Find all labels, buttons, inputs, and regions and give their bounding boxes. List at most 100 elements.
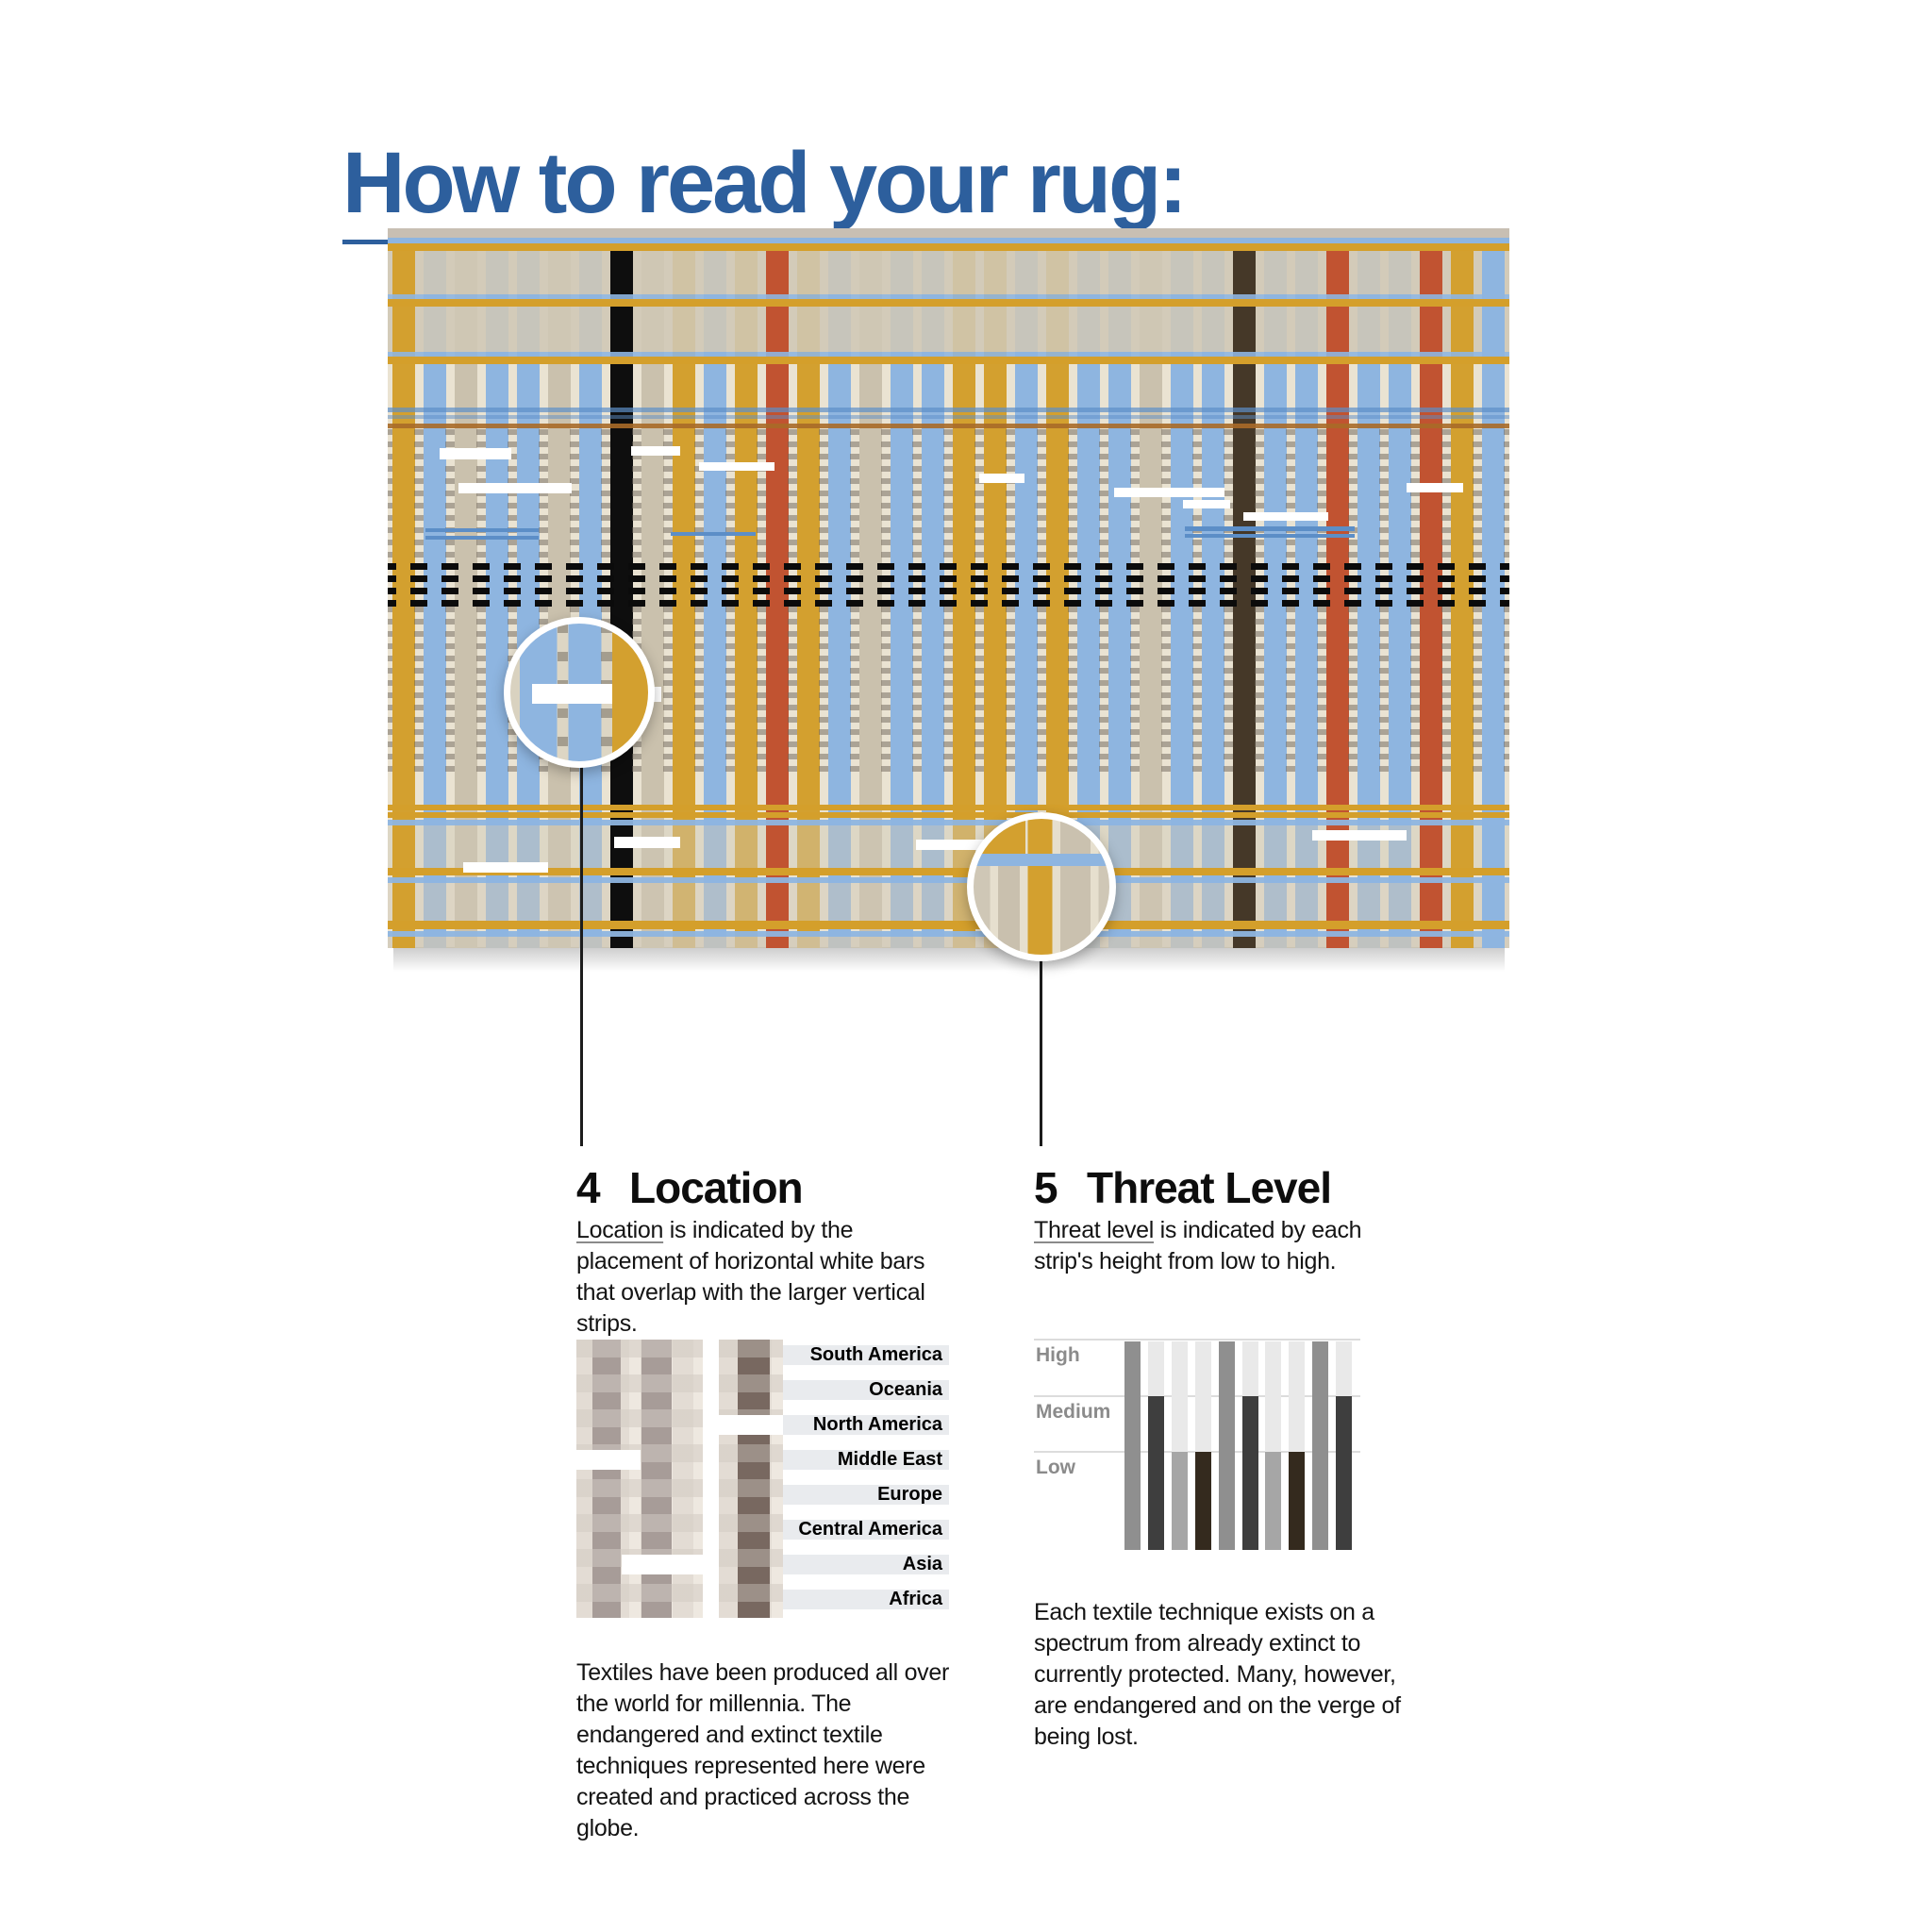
threat-section-number: 5 — [1034, 1163, 1058, 1212]
rug-accent-line — [671, 532, 756, 536]
rug-weft-band — [388, 357, 1509, 364]
region-label: North America — [783, 1415, 949, 1435]
threat-section-heading: 5 Threat Level — [1034, 1162, 1332, 1213]
threat-bar — [1124, 1341, 1141, 1550]
rug-location-white-bar — [1243, 512, 1328, 521]
rug-location-white-bar — [1312, 830, 1407, 841]
location-section-heading: 4 Location — [576, 1162, 804, 1213]
rug-weft-band — [388, 251, 1509, 294]
rug-weft-band — [388, 243, 1509, 251]
rug-weft-band — [388, 805, 1509, 810]
threat-detail-lens — [967, 812, 1116, 961]
lens-gold-block — [978, 819, 1025, 855]
rug-weft-band — [388, 415, 1509, 419]
rug-location-white-bar — [614, 837, 680, 848]
rug-accent-line — [425, 528, 539, 532]
rug-location-white-bar — [979, 474, 1024, 483]
threat-section-title: Threat Level — [1087, 1163, 1332, 1212]
threat-bar — [1336, 1396, 1353, 1550]
location-weave-panel-left — [576, 1340, 703, 1618]
threat-bar — [1241, 1396, 1258, 1550]
rug-weft-band — [388, 868, 1509, 875]
threat-bar — [1171, 1452, 1188, 1550]
region-label: Central America — [783, 1520, 949, 1540]
rug-weft-band — [388, 307, 1509, 352]
rug-weft-band — [388, 921, 1509, 929]
threat-bar-filler — [1289, 1341, 1306, 1452]
rug-weft-band — [388, 429, 1509, 563]
region-label: Asia — [783, 1555, 949, 1574]
rug-accent-line — [1185, 526, 1355, 531]
threat-bar-filler — [1171, 1341, 1188, 1452]
rug-weft-band — [388, 294, 1509, 299]
location-intro: Location is indicated by the placement o… — [576, 1217, 925, 1337]
threat-bar — [1289, 1452, 1306, 1550]
rug-weft-band — [388, 820, 1509, 825]
rug-weft-band — [388, 424, 1509, 428]
rug-location-white-bar — [458, 483, 572, 493]
rug-location-white-bar — [1114, 488, 1224, 497]
rug-location-white-bar — [1183, 500, 1230, 508]
location-detail-lens-connector-line — [580, 762, 583, 1146]
rug-location-white-bar — [463, 862, 548, 873]
rug-accent-line — [1185, 534, 1355, 538]
threat-level-label: High — [1036, 1344, 1080, 1366]
location-warp-strip — [592, 1340, 621, 1618]
rug-shadow — [393, 947, 1505, 972]
threat-intro: Threat level is indicated by each strip'… — [1034, 1217, 1362, 1274]
rug-weft-band — [388, 931, 1509, 937]
rug-weft-band — [388, 877, 1509, 883]
threat-bar — [1218, 1341, 1235, 1550]
threat-bar-filler — [1265, 1341, 1282, 1452]
threat-footer: Each textile technique exists on a spect… — [1034, 1599, 1401, 1750]
location-detail-lens — [504, 617, 655, 768]
location-section-title: Location — [629, 1163, 804, 1212]
rug-weft-band — [388, 883, 1509, 921]
threat-bar-filler — [1147, 1341, 1164, 1396]
threat-detail-lens-connector-line — [1040, 956, 1042, 1146]
threat-bar — [1194, 1452, 1211, 1550]
rug-artwork — [388, 228, 1509, 948]
rug-accent-line — [425, 536, 539, 540]
rug-weft-band — [388, 352, 1509, 357]
rug-weft-band — [388, 937, 1509, 948]
rug-weft-band — [388, 228, 1509, 238]
threat-bar-filler — [1241, 1341, 1258, 1396]
location-white-bar — [719, 1415, 783, 1435]
rug-location-white-bar — [631, 446, 680, 456]
region-label: Europe — [783, 1485, 949, 1505]
rug-weft-band — [388, 563, 1509, 607]
rug-weft-band — [388, 408, 1509, 412]
location-footer: Textiles have been produced all over the… — [576, 1659, 950, 1841]
rug-weft-band — [388, 238, 1509, 243]
rug-location-white-bar — [1407, 483, 1463, 492]
threat-bar — [1265, 1452, 1282, 1550]
region-label: South America — [783, 1345, 949, 1365]
region-label: Middle East — [783, 1450, 949, 1470]
threat-level-line — [1034, 1339, 1360, 1341]
location-white-bar — [576, 1450, 641, 1470]
lens-blue-stripe — [974, 854, 1109, 867]
location-weave-panel-right — [719, 1340, 783, 1618]
threat-level-label: Low — [1036, 1457, 1075, 1478]
location-section-number: 4 — [576, 1163, 601, 1212]
threat-bar — [1312, 1341, 1329, 1550]
rug-location-white-bar — [699, 462, 774, 471]
region-label: Oceania — [783, 1380, 949, 1400]
rug-location-white-bar — [440, 448, 511, 459]
location-white-bar — [622, 1555, 703, 1574]
weave-texture-overlay — [719, 1340, 783, 1618]
rug-location-white-bar — [916, 840, 1020, 850]
location-warp-strip-dark — [738, 1340, 770, 1618]
weave-texture-overlay — [576, 1340, 703, 1618]
rug-weft-band — [388, 812, 1509, 818]
threat-bar — [1147, 1396, 1164, 1550]
threat-bar-filler — [1336, 1341, 1353, 1396]
threat-level-label: Medium — [1036, 1401, 1111, 1423]
region-label: Africa — [783, 1590, 949, 1609]
rug-weft-band — [388, 299, 1509, 307]
lens-white-bar — [532, 684, 613, 704]
threat-bar-filler — [1194, 1341, 1211, 1452]
